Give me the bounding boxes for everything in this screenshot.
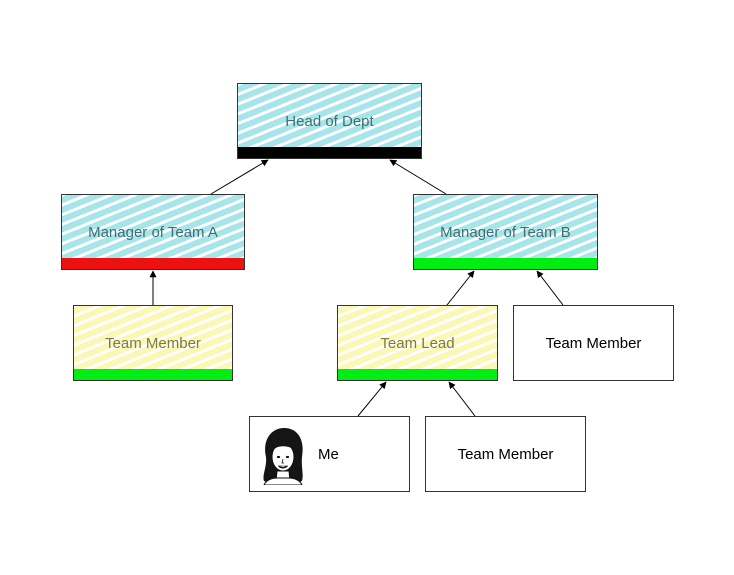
- node-me[interactable]: Me: [249, 416, 410, 492]
- node-team-member-c[interactable]: Team Member: [425, 416, 586, 492]
- status-bar: [74, 369, 232, 380]
- edge-me-to-lead: [357, 381, 387, 417]
- node-label: Head of Dept: [285, 113, 374, 130]
- edge-lead-to-manager-b: [446, 270, 475, 306]
- woman-avatar-icon: [263, 428, 303, 485]
- node-label: Team Member: [545, 335, 642, 352]
- status-bar: [238, 147, 421, 158]
- node-team-member-a[interactable]: Team Member: [73, 305, 233, 381]
- node-label: Manager of Team B: [440, 224, 571, 241]
- node-label: Me: [318, 446, 339, 463]
- node-manager-team-b[interactable]: Manager of Team B: [413, 194, 598, 270]
- edge-manager-a-to-head: [210, 159, 269, 195]
- node-label: Team Member: [457, 446, 554, 463]
- node-label: Team Lead: [380, 335, 455, 352]
- node-manager-team-a[interactable]: Manager of Team A: [61, 194, 245, 270]
- node-label: Manager of Team A: [88, 224, 218, 241]
- status-bar: [414, 258, 597, 269]
- edge-member-b-to-manager-b: [536, 270, 564, 306]
- node-label: Team Member: [105, 335, 201, 352]
- status-bar: [338, 369, 497, 380]
- edge-manager-b-to-head: [389, 159, 447, 195]
- node-team-lead[interactable]: Team Lead: [337, 305, 498, 381]
- node-team-member-b[interactable]: Team Member: [513, 305, 674, 381]
- node-head-of-dept[interactable]: Head of Dept: [237, 83, 422, 159]
- edge-member-c-to-lead: [448, 381, 476, 417]
- status-bar: [62, 258, 244, 269]
